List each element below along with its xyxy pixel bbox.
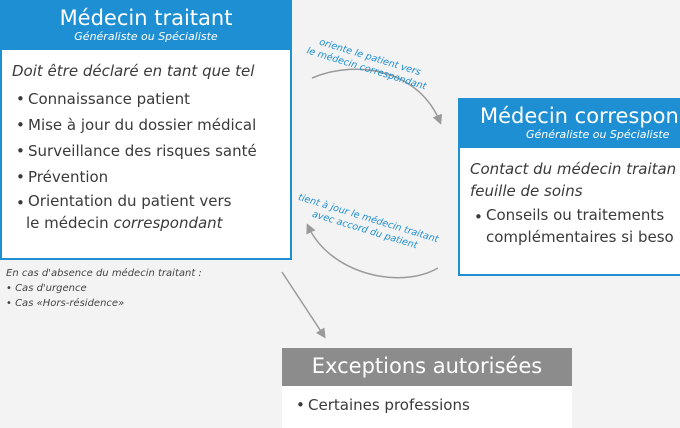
orientation-line-1: Orientation du patient vers <box>28 192 232 210</box>
arrow-to-exceptions <box>281 271 326 339</box>
orientation-emphasis: correspondant <box>113 214 223 232</box>
medecin-traitant-intro: Doit être déclaré en tant que tel <box>12 62 255 80</box>
absence-note-heading: En cas d'absence du médecin traitant : <box>6 268 202 279</box>
medecin-correspondant-box: Médecin correspon Généraliste ou Spécial… <box>458 98 680 276</box>
absence-note: En cas d'absence du médecin traitant : •… <box>6 266 202 311</box>
medecin-traitant-body: Doit être déclaré en tant que tel Connai… <box>2 50 290 242</box>
list-item: Certaines professions <box>292 392 562 418</box>
medecin-traitant-list: Connaissance patient Mise à jour du doss… <box>12 86 280 234</box>
list-item: Prévention <box>12 164 280 190</box>
exceptions-body: Certaines professions <box>282 386 572 426</box>
list-item: Mise à jour du dossier médical <box>12 112 280 138</box>
list-item: Surveillance des risques santé <box>12 138 280 164</box>
list-item: • Cas «Hors-résidence» <box>6 298 125 309</box>
correspondant-item-line-1: Conseils ou traitements <box>486 206 665 224</box>
exceptions-title: Exceptions autorisées <box>311 354 543 378</box>
arrow-label-orientation: oriente le patient vers le médecin corre… <box>305 34 431 93</box>
medecin-correspondant-body: Contact du médecin traitan feuille de so… <box>460 148 680 256</box>
correspondant-intro-line-2: feuille de soins <box>470 182 583 200</box>
orientation-prefix: le médecin <box>26 214 114 232</box>
list-item: Conseils ou traitements complémentaires … <box>470 204 680 248</box>
exceptions-box: Exceptions autorisées Certaines professi… <box>282 348 572 428</box>
arrow-label-update: tient à jour le médecin traitant avec ac… <box>293 192 440 258</box>
medecin-correspondant-header: Médecin correspon Généraliste ou Spécial… <box>460 100 680 148</box>
medecin-traitant-title: Médecin traitant <box>59 6 233 30</box>
list-item: Orientation du patient vers le médecin c… <box>12 190 280 234</box>
medecin-traitant-header: Médecin traitant Généraliste ou Spéciali… <box>2 2 290 50</box>
medecin-correspondant-subtitle: Généraliste ou Spécialiste <box>526 128 670 141</box>
medecin-traitant-subtitle: Généraliste ou Spécialiste <box>74 30 218 43</box>
correspondant-item-line-2: complémentaires si beso <box>486 228 674 246</box>
medecin-correspondant-title: Médecin correspon <box>480 104 679 128</box>
correspondant-intro-line-1: Contact du médecin traitan <box>470 160 677 178</box>
medecin-traitant-box: Médecin traitant Généraliste ou Spéciali… <box>0 0 292 260</box>
exceptions-header: Exceptions autorisées <box>282 348 572 386</box>
medecin-correspondant-list: Conseils ou traitements complémentaires … <box>470 204 680 248</box>
orientation-line-2: le médecin correspondant <box>26 212 280 234</box>
list-item: Connaissance patient <box>12 86 280 112</box>
list-item: • Cas d'urgence <box>6 283 87 294</box>
exceptions-list: Certaines professions <box>292 392 562 418</box>
